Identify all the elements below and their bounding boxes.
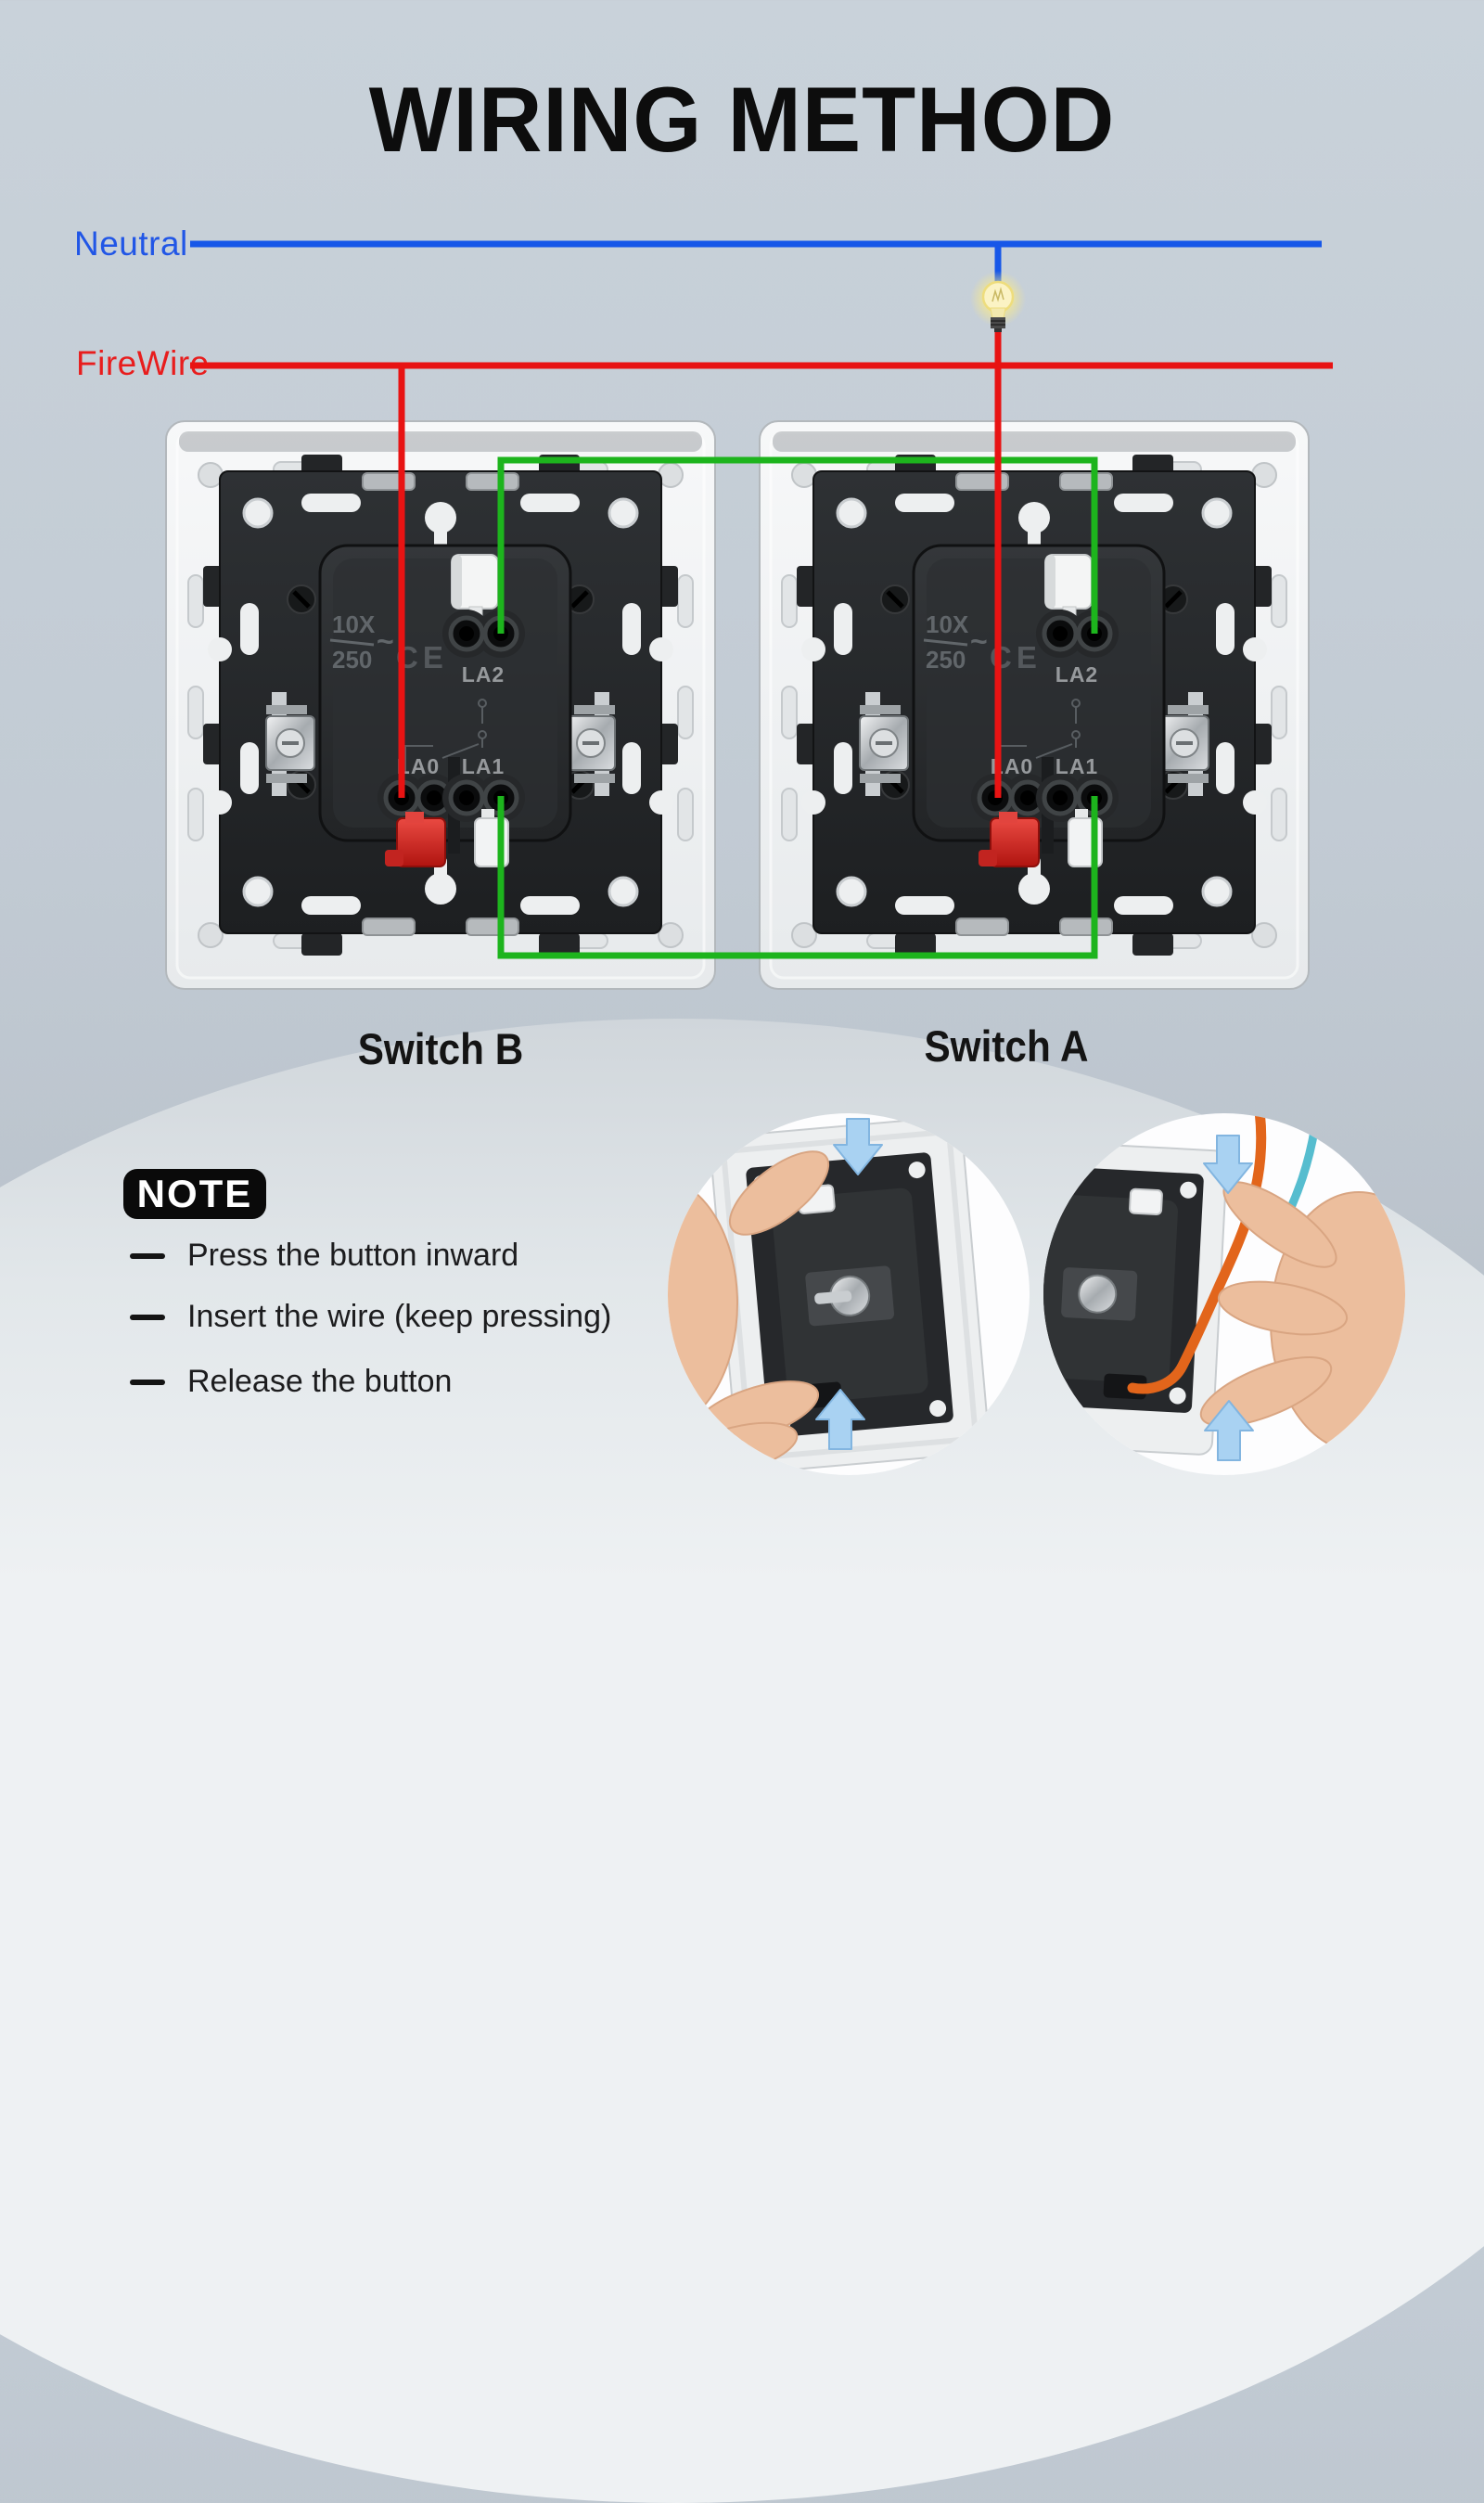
switch-mechanism: 10X 250 ~ CE (318, 544, 572, 867)
bullet-dash-icon (130, 1252, 165, 1259)
terminal-label-la2: LA2 (462, 662, 505, 687)
arrow-down-icon (833, 1118, 883, 1175)
switch-a-caption: Switch A (924, 1021, 1089, 1071)
la0-release-button-red (990, 817, 1040, 867)
circuit-symbol-molding (404, 699, 487, 772)
firewire-wire-label: FireWire (76, 344, 210, 382)
note-item: Insert the wire (keep pressing) (130, 1299, 611, 1335)
plate-top-shadow (179, 431, 702, 452)
finger (1217, 1280, 1349, 1336)
rating-marking: 10X 250 ~ (329, 610, 394, 674)
note-item-text: Press the button inward (187, 1238, 519, 1273)
bullet-dash-icon (130, 1314, 165, 1320)
la0-release-button-red (396, 817, 446, 867)
side-screw-terminal-left (859, 692, 909, 796)
arrow-down-icon (1203, 1135, 1253, 1194)
svg-text:~: ~ (970, 624, 988, 658)
switch-module-image: 10X 250 ~ CE (759, 420, 1310, 990)
svg-text:250: 250 (332, 646, 372, 674)
note-badge: NOTE (123, 1169, 266, 1219)
photo-press-button (668, 1113, 1030, 1475)
svg-text:~: ~ (377, 624, 394, 658)
switch-in-hand (1043, 1138, 1228, 1456)
side-screw-terminal-right (566, 692, 616, 796)
neutral-wire-label: Neutral (74, 225, 188, 263)
la1-clamp-button-white (1068, 817, 1103, 867)
svg-text:250: 250 (926, 646, 966, 674)
arrow-up-icon (1204, 1400, 1254, 1461)
photo-insert-wire (1043, 1113, 1405, 1475)
light-bulb-icon (970, 271, 1026, 332)
plate-top-shadow (773, 431, 1296, 452)
note-item: Press the button inward (130, 1238, 518, 1274)
arrow-up-icon (815, 1389, 865, 1450)
clamp-button-top (1129, 1187, 1163, 1216)
note-item-text: Release the button (187, 1364, 453, 1399)
side-screw-terminal-left (265, 692, 315, 796)
switch-module-image: 10X 250 ~ CE (165, 420, 716, 990)
svg-text:10X: 10X (926, 610, 969, 638)
direction-arrows (1203, 1135, 1254, 1461)
direction-arrows (815, 1118, 883, 1450)
orange-wire (1127, 1113, 1267, 1394)
la1-clamp-button-white (474, 817, 509, 867)
note-item: Release the button (130, 1364, 452, 1400)
terminal-label-la2: LA2 (1055, 662, 1098, 687)
bullet-dash-icon (130, 1379, 165, 1385)
page-title: WIRING METHOD (368, 68, 1116, 171)
note-item-text: Insert the wire (keep pressing) (187, 1299, 612, 1334)
ce-mark-icon: CE (990, 640, 1042, 674)
ce-mark-icon: CE (396, 640, 448, 674)
side-screw-terminal-right (1159, 692, 1209, 796)
switch-a-module: 10X 250 ~ CE (756, 417, 1312, 993)
switch-b-module: 10X 250 ~ CE (162, 417, 719, 993)
thumb (728, 1150, 830, 1236)
switch-mechanism: 10X 250 ~ CE (912, 544, 1166, 867)
switch-b-caption: Switch B (357, 1024, 524, 1073)
svg-text:10X: 10X (332, 610, 376, 638)
